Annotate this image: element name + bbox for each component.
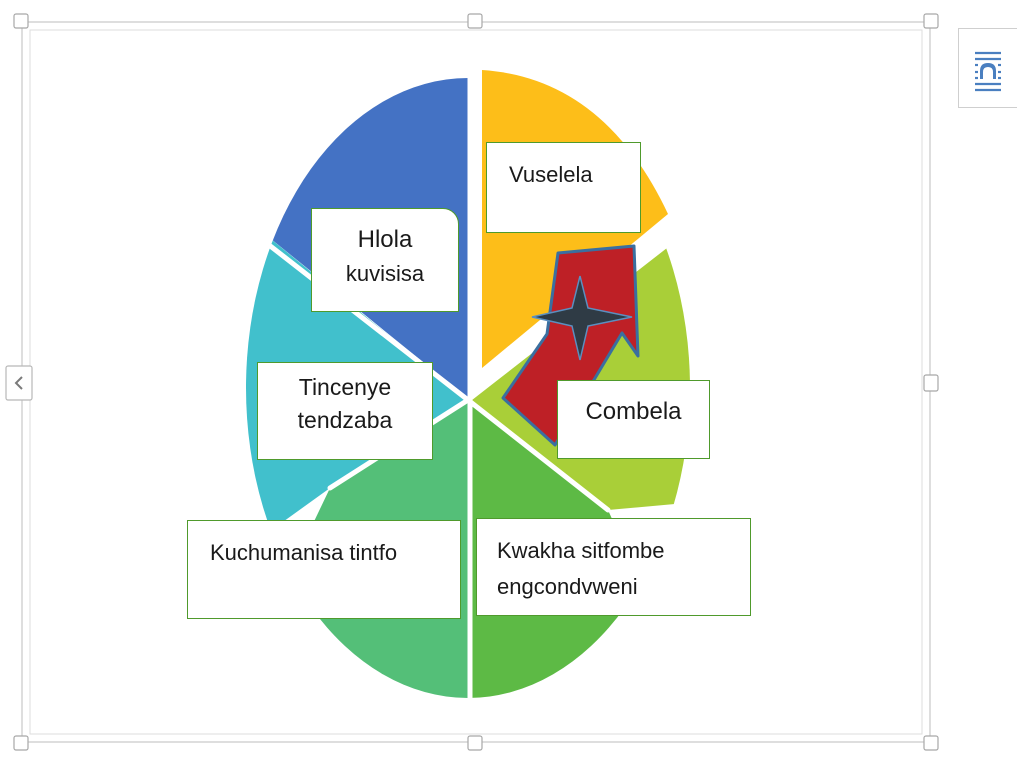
label-vuselela[interactable]: Vuselela bbox=[486, 142, 641, 233]
label-kuchumanisa[interactable]: Kuchumanisa tintfo bbox=[187, 520, 461, 619]
label-tincenye-line2: tendzaba bbox=[297, 407, 393, 434]
text-pane-toggle[interactable] bbox=[5, 365, 33, 401]
label-tincenye-line1: Tincenye bbox=[298, 374, 392, 400]
star-shape[interactable] bbox=[531, 275, 633, 361]
label-hlola-line1: Hlola bbox=[357, 226, 413, 253]
layout-options-icon bbox=[975, 51, 1001, 92]
label-combela[interactable]: Combela bbox=[557, 380, 710, 459]
selection-handles[interactable] bbox=[13, 13, 939, 751]
label-combela-line1: Combela bbox=[585, 398, 682, 425]
label-tincenye[interactable]: Tincenye tendzaba bbox=[257, 362, 433, 460]
label-hlola-line2: kuvisisa bbox=[345, 260, 425, 286]
label-kwakha[interactable]: Kwakha sitfombe engcondvweni bbox=[476, 518, 751, 616]
chevron-left-icon bbox=[14, 376, 23, 390]
label-kwakha-line1: Kwakha sitfombe bbox=[497, 538, 665, 563]
label-kuchumanisa-line1: Kuchumanisa tintfo bbox=[210, 540, 398, 565]
label-vuselela-line1: Vuselela bbox=[509, 162, 593, 187]
label-hlola[interactable]: Hlola kuvisisa bbox=[311, 208, 459, 312]
layout-options-button[interactable] bbox=[958, 28, 1017, 108]
label-kwakha-line2: engcondvweni bbox=[497, 574, 638, 600]
